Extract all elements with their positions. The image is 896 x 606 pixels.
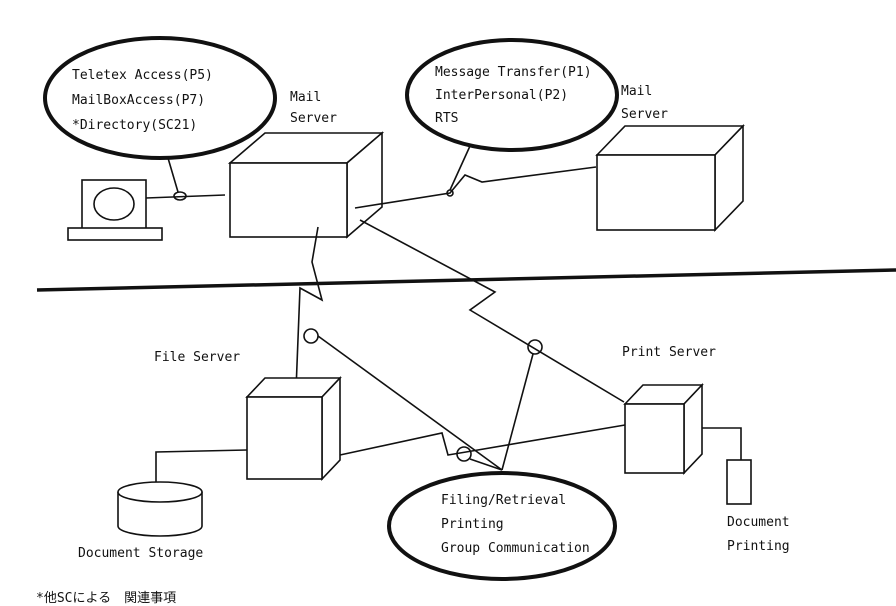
mail-server-1-label-line2: Server bbox=[290, 111, 337, 126]
file-server-box bbox=[245, 375, 342, 482]
bubble-line-group-communication: Group Communication bbox=[441, 541, 590, 556]
bubble-pointer-transfer bbox=[449, 145, 471, 191]
bubble-transfer-protocols: Message Transfer(P1) InterPersonal(P2) R… bbox=[405, 38, 619, 152]
pointer-file-node bbox=[317, 335, 503, 471]
bubble-line-filing-retrieval: Filing/Retrieval bbox=[441, 493, 566, 508]
bubble-line-mailbox-access: MailBoxAccess(P7) bbox=[72, 93, 205, 108]
mail-server-1-label-line1: Mail bbox=[290, 90, 321, 105]
bubble-access-protocols: Teletex Access(P5) MailBoxAccess(P7) *Di… bbox=[43, 36, 277, 160]
pointer-print-node bbox=[501, 353, 534, 471]
network-divider-line bbox=[36, 268, 896, 292]
storage-link bbox=[155, 449, 248, 482]
document-storage-label: Document Storage bbox=[78, 546, 203, 561]
print-server-label: Print Server bbox=[622, 345, 716, 360]
document-printing-label-line1: Document bbox=[727, 515, 790, 530]
bubble-line-teletex-access: Teletex Access(P5) bbox=[72, 68, 213, 83]
link-node-file bbox=[303, 328, 319, 344]
document-storage-cylinder bbox=[117, 481, 203, 537]
bubble-line-interpersonal: InterPersonal(P2) bbox=[435, 88, 568, 103]
mail-server-2-label-line1: Mail bbox=[621, 84, 652, 99]
print-server-box bbox=[623, 382, 704, 476]
mail-to-print-link bbox=[359, 219, 625, 403]
link-node-center bbox=[456, 446, 472, 462]
bubble-document-services: Filing/Retrieval Printing Group Communic… bbox=[387, 471, 617, 581]
file-server-label: File Server bbox=[154, 350, 240, 365]
bubble-line-rts: RTS bbox=[435, 111, 458, 126]
mail-server-link bbox=[354, 166, 597, 209]
terminal-icon bbox=[67, 179, 163, 241]
bubble-line-message-transfer: Message Transfer(P1) bbox=[435, 65, 592, 80]
mail-server-2-box bbox=[595, 124, 745, 232]
document-printing-device bbox=[726, 459, 752, 505]
mail-server-2-label-line2: Server bbox=[621, 107, 668, 122]
terminal-link-node bbox=[173, 191, 187, 201]
mail-to-file-link bbox=[295, 226, 324, 391]
link-node-print bbox=[527, 339, 543, 355]
file-to-print-link bbox=[339, 424, 626, 456]
bubble-pointer-access bbox=[167, 157, 179, 193]
pointer-center-node bbox=[469, 458, 503, 471]
bubble-line-directory: *Directory(SC21) bbox=[72, 118, 197, 133]
document-printing-label-line2: Printing bbox=[727, 539, 790, 554]
bubble-line-printing: Printing bbox=[441, 517, 504, 532]
mail-server-1-box bbox=[227, 131, 385, 239]
footnote-related-items: *他SCによる 関連事項 bbox=[36, 591, 176, 606]
printer-link bbox=[702, 427, 742, 460]
mail-server-link-node bbox=[446, 189, 454, 197]
